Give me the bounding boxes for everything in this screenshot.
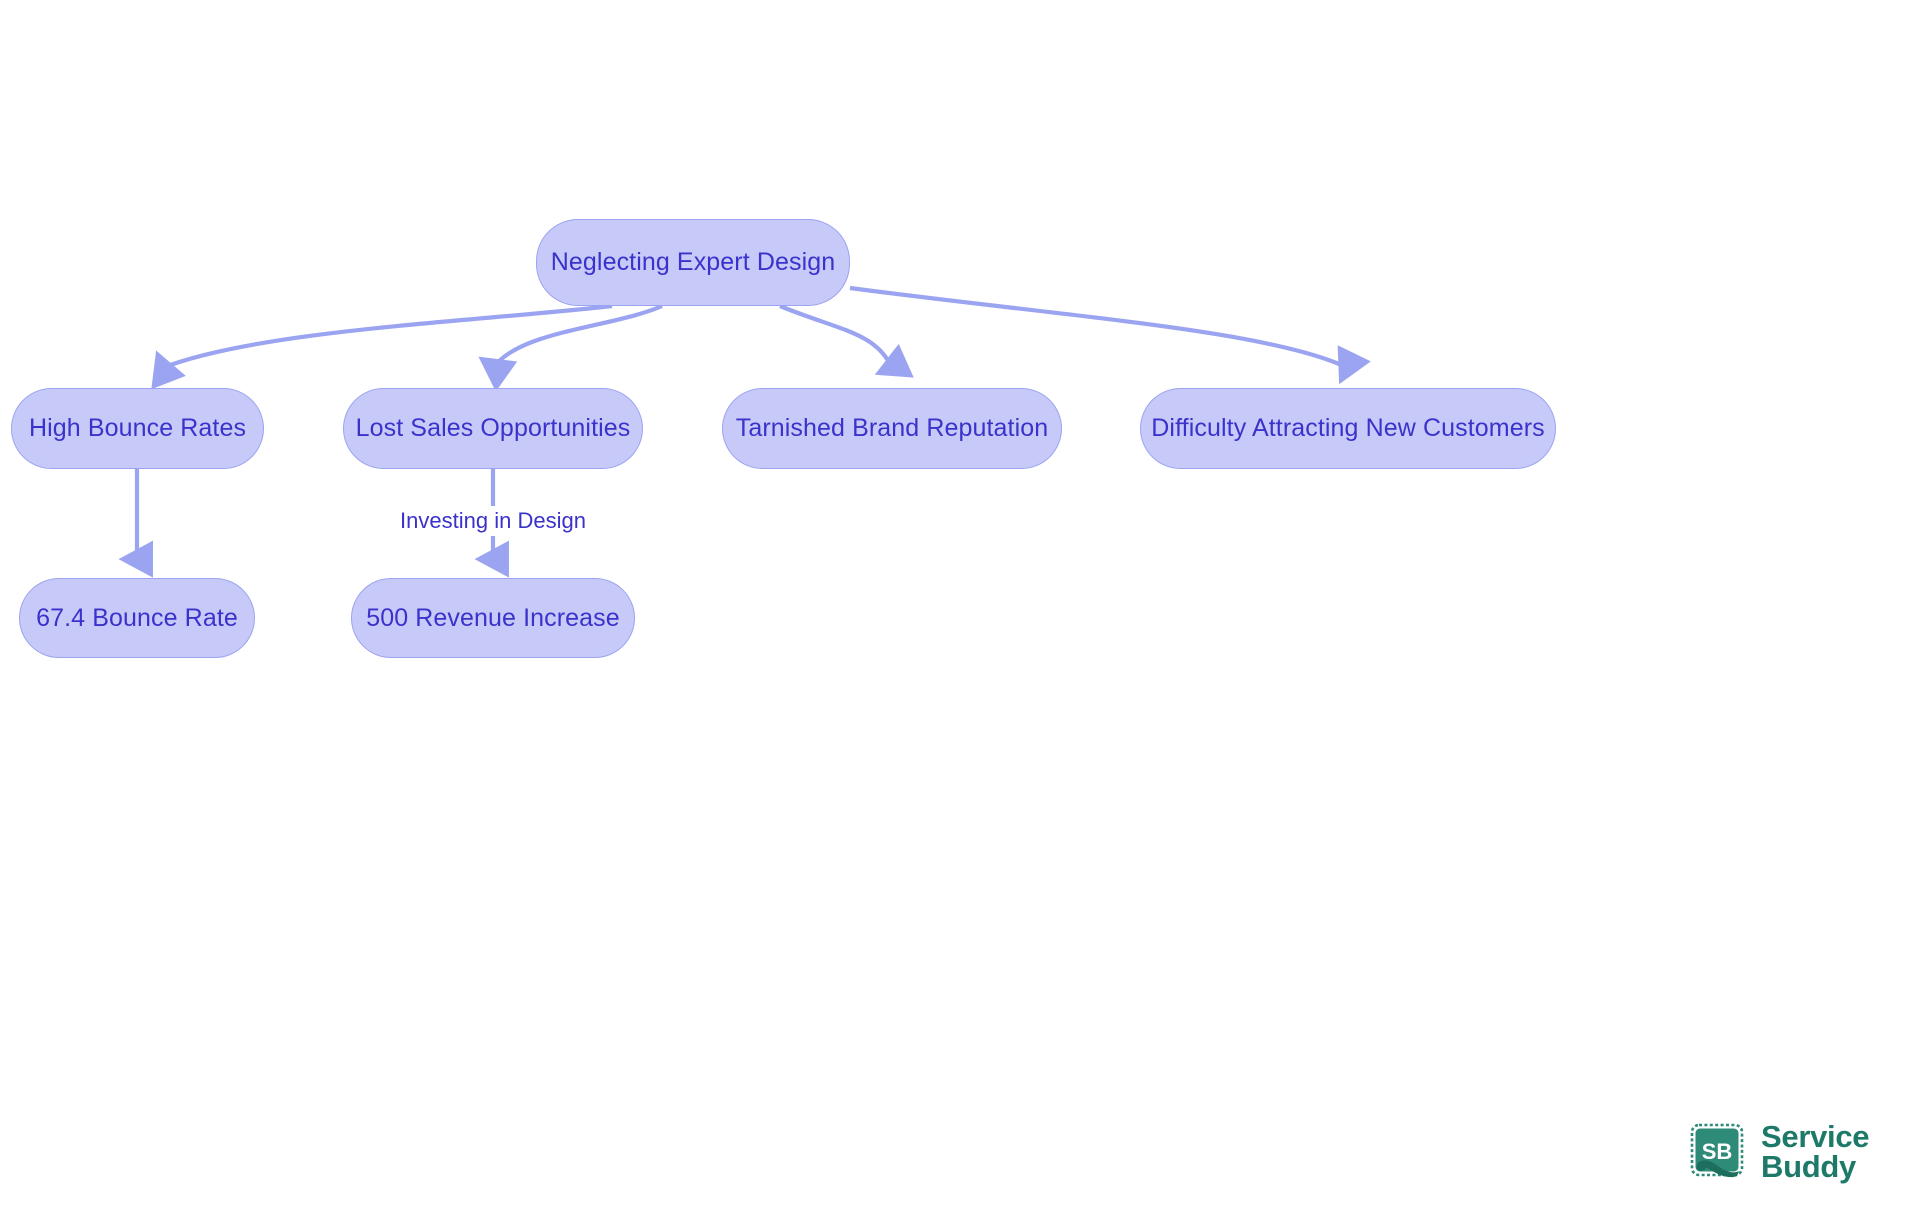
logo-line-1: Service: [1761, 1119, 1870, 1154]
node-tarnished-brand-reputation-label: Tarnished Brand Reputation: [735, 414, 1049, 442]
node-difficulty-attracting-new-customers[interactable]: Difficulty Attracting New Customers: [1140, 388, 1556, 469]
node-lost-sales-opportunities[interactable]: Lost Sales Opportunities: [343, 388, 643, 469]
service-buddy-logo: SB Service Buddy: [1690, 1119, 1870, 1185]
node-bounce-rate-metric[interactable]: 67.4 Bounce Rate: [19, 578, 255, 658]
edge-root-to-bounce: [151, 303, 613, 390]
node-lost-sales-opportunities-label: Lost Sales Opportunities: [355, 414, 631, 442]
node-tarnished-brand-reputation[interactable]: Tarnished Brand Reputation: [722, 388, 1062, 469]
node-revenue-increase-metric-label: 500 Revenue Increase: [366, 603, 620, 632]
node-high-bounce-rates[interactable]: High Bounce Rates: [11, 388, 264, 469]
edge-root-to-customers: [849, 285, 1371, 385]
service-buddy-wordmark: Service Buddy: [1761, 1119, 1870, 1185]
edge-root-to-brand: [779, 304, 914, 378]
service-buddy-mark-icon: SB: [1690, 1123, 1748, 1181]
node-high-bounce-rates-label: High Bounce Rates: [28, 414, 247, 442]
svg-text:SB: SB: [1702, 1139, 1733, 1164]
edge-label-investing-in-design: Investing in Design: [392, 506, 594, 536]
edge-root-to-sales: [478, 304, 663, 392]
node-difficulty-attracting-new-customers-label: Difficulty Attracting New Customers: [1151, 414, 1545, 442]
node-root-label: Neglecting Expert Design: [550, 248, 836, 276]
node-bounce-rate-metric-label: 67.4 Bounce Rate: [36, 603, 238, 632]
logo-line-2: Buddy: [1761, 1149, 1856, 1185]
node-revenue-increase-metric[interactable]: 500 Revenue Increase: [351, 578, 635, 658]
node-root[interactable]: Neglecting Expert Design: [536, 219, 850, 306]
